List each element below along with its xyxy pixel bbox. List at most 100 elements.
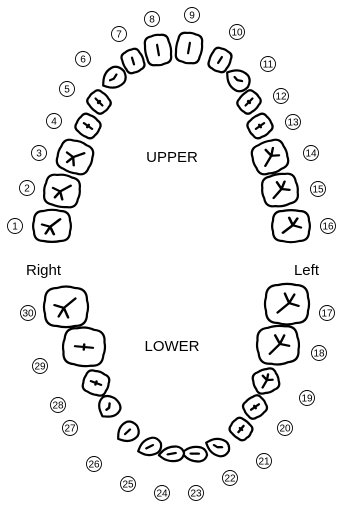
tooth-17 (263, 282, 311, 326)
tooth-number-6: 6 (75, 51, 91, 67)
tooth-number-text: 26 (88, 460, 100, 471)
tooth-number-5: 5 (59, 81, 75, 97)
right-side-label: Right (26, 262, 62, 279)
tooth-30-groove (53, 297, 77, 319)
tooth-number-circle (46, 113, 62, 129)
tooth-number-circle (7, 218, 23, 234)
tooth-number-12: 12 (273, 88, 289, 104)
tooth-number-30: 30 (20, 305, 36, 321)
tooth-number-text: 19 (301, 394, 313, 405)
tooth-12-groove (244, 97, 254, 107)
lower-arch-label: LOWER (144, 338, 199, 355)
tooth-number-circle (154, 485, 170, 501)
tooth-2-groove (51, 184, 72, 201)
tooth-number-text: 30 (22, 309, 34, 320)
tooth-number-text: 5 (64, 85, 70, 96)
tooth-number-text: 29 (34, 362, 46, 373)
tooth-8-groove (156, 43, 160, 57)
tooth-number-circle (260, 56, 276, 72)
tooth-number-text: 24 (156, 489, 168, 500)
tooth-27-groove (105, 402, 111, 411)
tooth-number-circle (144, 11, 160, 27)
tooth-19 (251, 367, 281, 395)
tooth-number-text: 20 (279, 424, 291, 435)
tooth-number-7: 7 (111, 26, 127, 42)
tooth-number-20: 20 (277, 420, 293, 436)
tooth-number-3: 3 (31, 145, 47, 161)
tooth-number-circle (20, 305, 36, 321)
tooth-number-circle (32, 358, 48, 374)
tooth-number-circle (62, 420, 78, 436)
tooth-22 (205, 437, 231, 458)
tooth-9-groove (187, 41, 191, 55)
tooth-number-circle (188, 485, 204, 501)
tooth-5-groove (94, 97, 104, 107)
tooth-number-text: 27 (64, 424, 76, 435)
tooth-13 (246, 112, 274, 140)
tooth-21-groove (237, 424, 245, 434)
tooth-number-circle (59, 81, 75, 97)
tooth-25 (137, 436, 163, 457)
tooth-number-circle (299, 390, 315, 406)
tooth-number-circle (222, 470, 238, 486)
tooth-24-groove (166, 451, 177, 456)
tooth-29 (61, 326, 107, 368)
tooth-30 (42, 285, 90, 329)
tooth-number-10: 10 (229, 24, 245, 40)
tooth-10 (207, 46, 233, 74)
tooth-number-11: 11 (260, 56, 276, 72)
tooth-number-text: 4 (51, 117, 57, 128)
tooth-13-groove (254, 122, 266, 130)
tooth-number-text: 10 (231, 28, 243, 39)
tooth-6 (102, 65, 127, 89)
tooth-number-27: 27 (62, 420, 78, 436)
tooth-number-circle (310, 181, 326, 197)
tooth-14 (250, 138, 290, 176)
tooth-16 (271, 209, 311, 244)
tooth-number-text: 16 (322, 222, 334, 233)
tooth-number-23: 23 (188, 485, 204, 501)
tooth-number-text: 15 (312, 185, 324, 196)
tooth-number-14: 14 (303, 145, 319, 161)
tooth-1 (32, 208, 72, 243)
tooth-number-circle (303, 145, 319, 161)
tooth-number-text: 2 (24, 184, 30, 195)
tooth-number-9: 9 (184, 7, 200, 23)
tooth-number-text: 1 (12, 222, 18, 233)
tooth-27 (98, 394, 122, 418)
tooth-number-circle (111, 26, 127, 42)
tooth-number-circle (31, 145, 47, 161)
tooth-9 (174, 31, 204, 65)
tooth-7 (120, 47, 146, 75)
tooth-26-groove (123, 428, 132, 436)
tooth-28-groove (89, 380, 103, 386)
tooth-number-text: 6 (80, 55, 86, 66)
tooth-number-text: 17 (321, 309, 333, 320)
tooth-number-circle (277, 420, 293, 436)
tooth-number-17: 17 (319, 305, 335, 321)
teeth-layer (32, 31, 311, 463)
tooth-14-groove (264, 146, 281, 167)
tooth-5 (86, 89, 112, 115)
tooth-number-text: 9 (189, 11, 195, 22)
tooth-number-circle (86, 456, 102, 472)
tooth-number-circle (320, 218, 336, 234)
tooth-20-groove (249, 403, 261, 411)
tooth-number-circle (256, 453, 272, 469)
upper-arch-label: UPPER (146, 149, 198, 166)
tooth-number-text: 21 (258, 457, 270, 468)
tooth-number-16: 16 (320, 218, 336, 234)
tooth-15-groove (272, 180, 291, 200)
tooth-1-groove (40, 218, 62, 236)
tooth-number-25: 25 (120, 476, 136, 492)
tooth-number-text: 18 (313, 349, 325, 360)
tooth-24 (157, 445, 186, 463)
tooth-3-groove (65, 151, 86, 167)
tooth-28 (81, 369, 111, 397)
tooth-number-text: 12 (275, 92, 287, 103)
tooth-8 (143, 33, 173, 67)
tooth-23-groove (189, 452, 201, 455)
tooth-18 (255, 324, 301, 366)
tooth-19-groove (261, 373, 274, 389)
